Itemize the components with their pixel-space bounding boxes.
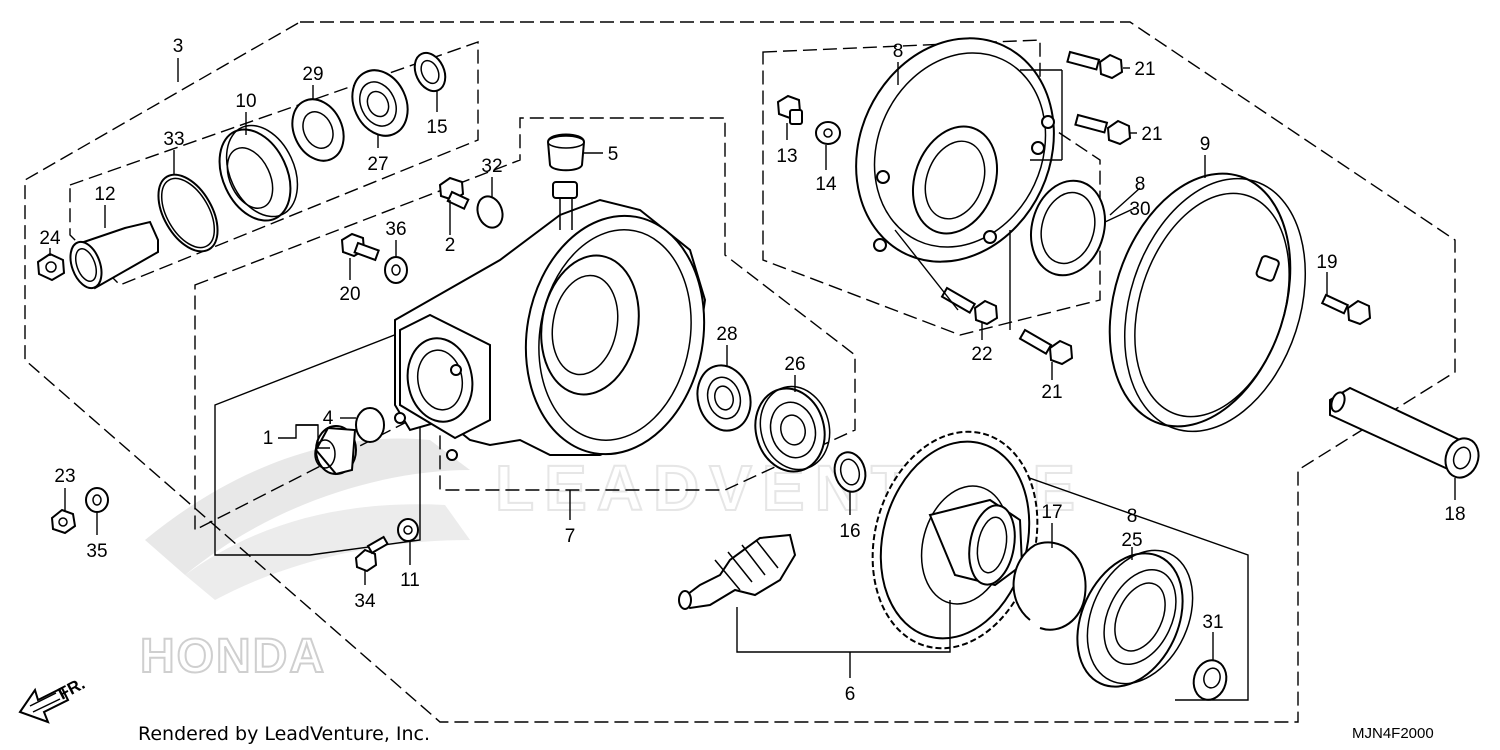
part-21-bolt (1018, 328, 1074, 366)
callout-31: 31 (1202, 612, 1223, 633)
callout-5: 5 (608, 144, 619, 165)
part-6-ring-gear (871, 430, 1039, 650)
callout-8-lower: 8 (1127, 506, 1138, 527)
callout-17: 17 (1041, 502, 1062, 523)
part-25-bearing (1076, 549, 1194, 688)
part-13-stud (776, 94, 803, 125)
part-33-o-ring (157, 173, 219, 253)
part-27-bearing (351, 69, 409, 137)
part-23-nut (50, 508, 77, 535)
callout-34: 34 (354, 591, 376, 612)
callout-6: 6 (845, 684, 856, 705)
diagram-code: MJN4F2000 (1352, 725, 1434, 742)
callout-23: 23 (54, 466, 75, 487)
callout-21-top: 21 (1134, 59, 1155, 80)
callout-19: 19 (1316, 252, 1337, 273)
part-12-collar (69, 220, 159, 290)
callout-29: 29 (302, 64, 323, 85)
part-29-oil-seal (291, 98, 345, 162)
callout-36: 36 (385, 219, 406, 240)
callout-2: 2 (445, 235, 456, 256)
part-17-snap-ring (1012, 541, 1087, 631)
callout-22: 22 (971, 344, 992, 365)
part-31-oil-seal (1192, 659, 1228, 701)
callout-13: 13 (776, 146, 797, 167)
callout-8-seal: 8 (1135, 174, 1146, 195)
footer-credit: Rendered by LeadVenture, Inc. (138, 723, 430, 745)
part-10-bearing-holder (218, 124, 299, 222)
callout-4: 4 (323, 408, 334, 429)
callout-7: 7 (565, 526, 576, 547)
callout-3: 3 (173, 36, 184, 57)
part-11-washer (397, 518, 419, 542)
leader-lines (49, 58, 1456, 678)
callout-1: 1 (263, 428, 274, 449)
group-7-boundary (194, 117, 856, 532)
part-9-ring (1108, 172, 1307, 433)
callout-labels: 3 10 29 33 12 24 27 15 5 2 32 36 20 1 4 … (39, 36, 1465, 705)
callout-14: 14 (815, 174, 837, 195)
part-4-o-ring (355, 407, 385, 443)
part-5-cap (546, 133, 586, 172)
callout-16: 16 (839, 521, 860, 542)
callout-11: 11 (400, 570, 420, 591)
callout-20: 20 (339, 284, 360, 305)
part-16-washer (833, 451, 867, 493)
callout-8-top: 8 (893, 41, 904, 62)
part-18-collar (1329, 386, 1480, 479)
part-7-final-gear-case (394, 181, 707, 461)
part-8-cover (855, 37, 1055, 263)
callout-32: 32 (481, 156, 502, 177)
part-28-bearing (696, 364, 752, 432)
part-34-bolt (354, 535, 389, 573)
callout-33: 33 (163, 129, 184, 150)
callout-10: 10 (235, 91, 256, 112)
part-6-pinion-gear (678, 533, 797, 610)
part-14-washer (815, 121, 841, 145)
callout-9: 9 (1200, 134, 1211, 155)
part-24-nut (36, 252, 66, 282)
honda-wordmark: HONDA (140, 630, 326, 683)
part-22-bolt (940, 286, 999, 326)
callout-35: 35 (86, 541, 107, 562)
part-2-bolt (438, 176, 470, 210)
callout-18: 18 (1444, 504, 1465, 525)
part-20-bolt (340, 232, 380, 262)
callout-24: 24 (39, 228, 61, 249)
callout-21-middle: 21 (1141, 124, 1162, 145)
callout-27: 27 (367, 154, 388, 175)
callout-26: 26 (784, 354, 805, 375)
assembly-boundary (24, 21, 1456, 723)
part-36-washer (384, 256, 408, 284)
callout-28: 28 (716, 324, 737, 345)
part-26-bearing (754, 385, 831, 473)
part-32-washer (476, 195, 504, 229)
part-19-bolt (1320, 293, 1372, 326)
part-21-bolt (1074, 113, 1132, 146)
group-8-boundary (762, 39, 1101, 336)
part-30-oil-seal (1030, 179, 1106, 277)
part-1-needle-bearing (314, 425, 357, 476)
callout-21-bottom: 21 (1041, 382, 1062, 403)
front-direction-indicator: FR. (18, 674, 88, 724)
callout-25: 25 (1121, 530, 1142, 551)
part-21-bolt (1066, 50, 1124, 80)
part-35-washer (85, 487, 109, 513)
callout-30: 30 (1129, 199, 1150, 220)
callout-12: 12 (94, 184, 115, 205)
group-3-boundary (69, 41, 479, 286)
callout-15: 15 (426, 117, 447, 138)
part-15-washer (413, 51, 447, 93)
